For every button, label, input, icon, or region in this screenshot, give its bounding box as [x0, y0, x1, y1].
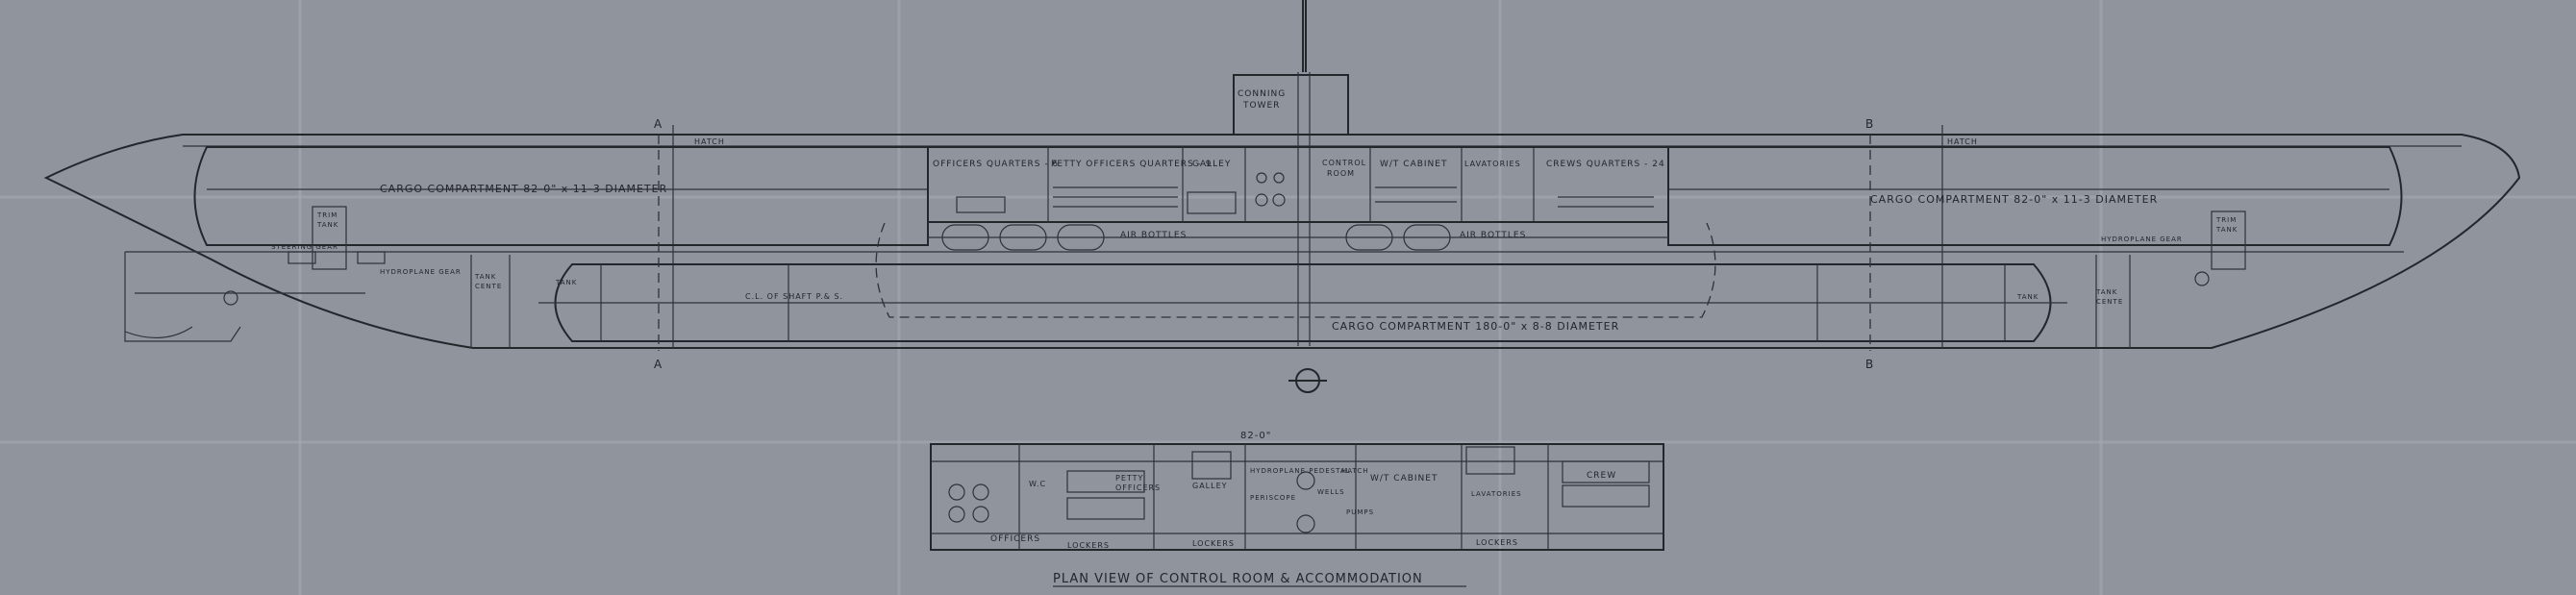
label-tank-cente-left-1: TANK: [474, 273, 496, 281]
label-trim-tank-left-2: TANK: [316, 221, 338, 229]
label-control-room-2: ROOM: [1327, 169, 1355, 178]
label-galley: GALLEY: [1192, 160, 1231, 169]
label-shaft: C.L. OF SHAFT P.& S.: [745, 292, 843, 301]
conning-tower: [1233, 0, 1349, 346]
label-tank-right: TANK: [2016, 293, 2038, 301]
label-plan-wells: WELLS: [1317, 488, 1345, 496]
label-cargo-fore: CARGO COMPARTMENT 82-0" x 11-3 DIAMETER: [380, 183, 667, 195]
label-tank-cente-left-2: CENTE: [475, 283, 502, 290]
label-plan-lockers-2: LOCKERS: [1192, 539, 1235, 548]
label-steering-gear: STEERING GEAR: [271, 243, 338, 251]
label-plan-lockers-3: LOCKERS: [1476, 538, 1518, 547]
label-plan-crew: CREW: [1587, 471, 1616, 481]
label-plan-wc: W.C: [1029, 480, 1046, 488]
label-petty-officers-quarters: PETTY OFFICERS QUARTERS - 9: [1051, 160, 1212, 169]
label-hydroplane-gear-right: HYDROPLANE GEAR: [2101, 236, 2183, 243]
label-trim-tank-right-1: TRIM: [2215, 216, 2237, 224]
label-plan-lockers-1: LOCKERS: [1067, 541, 1110, 550]
label-hatch-fore: HATCH: [694, 137, 725, 146]
label-tank-cente-right-1: TANK: [2095, 288, 2117, 296]
label-section-a-top: A: [654, 117, 663, 131]
label-trim-tank-left-1: TRIM: [316, 211, 338, 219]
label-plan-hydroplane-pedestal: HYDROPLANE PEDESTAL: [1250, 467, 1351, 475]
label-lavatories: LAVATORIES: [1464, 160, 1521, 168]
plan-view: [930, 443, 1664, 551]
label-plan-hatch: HATCH: [1341, 467, 1369, 475]
label-plan-dimension: 82-0": [1240, 431, 1271, 441]
label-plan-periscope: PERISCOPE: [1250, 494, 1296, 502]
label-control-room-1: CONTROL: [1322, 159, 1366, 167]
label-trim-tank-right-2: TANK: [2215, 226, 2238, 234]
label-section-b-top: B: [1865, 117, 1874, 131]
label-crews-quarters: CREWS QUARTERS - 24: [1546, 160, 1665, 169]
label-plan-petty-officers-2: OFFICERS: [1115, 483, 1161, 492]
label-plan-pumps: PUMPS: [1346, 508, 1374, 516]
section-lines: [658, 135, 1871, 351]
label-cargo-lower: CARGO COMPARTMENT 180-0" x 8-8 DIAMETER: [1332, 320, 1619, 333]
drawing-labels: CONNING TOWER A A B B HATCH HATCH CARGO …: [271, 89, 2238, 587]
label-plan-officers: OFFICERS: [990, 534, 1040, 544]
label-air-bottles-left: AIR BOTTLES: [1120, 231, 1187, 240]
label-tank-cente-right-2: CENTE: [2096, 298, 2123, 306]
label-tank-left: TANK: [555, 279, 577, 286]
label-hatch-aft: HATCH: [1947, 137, 1978, 146]
label-section-b-bottom: B: [1865, 358, 1874, 371]
cargo-compartment-fore: [193, 146, 929, 246]
label-section-a-bottom: A: [654, 358, 663, 371]
label-wt-cabinet: W/T CABINET: [1380, 160, 1447, 169]
label-plan-petty-officers-1: PETTY: [1115, 474, 1143, 483]
cargo-compartment-aft: [1667, 146, 2403, 246]
label-plan-title: PLAN VIEW OF CONTROL ROOM & ACCOMMODATIO…: [1053, 572, 1423, 586]
label-hydroplane-gear-left: HYDROPLANE GEAR: [380, 268, 462, 276]
label-conning-tower-1: CONNING: [1238, 89, 1286, 99]
label-plan-lavatories: LAVATORIES: [1471, 490, 1522, 498]
end-fittings: [135, 206, 2246, 348]
air-bottles: [928, 224, 1668, 251]
propeller-symbol: [1288, 368, 1327, 393]
label-plan-galley: GALLEY: [1192, 482, 1228, 490]
accommodation-block: [927, 146, 1669, 223]
label-air-bottles-right: AIR BOTTLES: [1460, 231, 1526, 240]
label-cargo-aft: CARGO COMPARTMENT 82-0" x 11-3 DIAMETER: [1870, 193, 2158, 206]
cargo-compartment-lower: [538, 222, 2067, 342]
label-officers-quarters: OFFICERS QUARTERS - 6: [933, 160, 1059, 169]
label-conning-tower-2: TOWER: [1242, 101, 1280, 111]
label-plan-wt-cabinet: W/T CABINET: [1370, 474, 1438, 483]
